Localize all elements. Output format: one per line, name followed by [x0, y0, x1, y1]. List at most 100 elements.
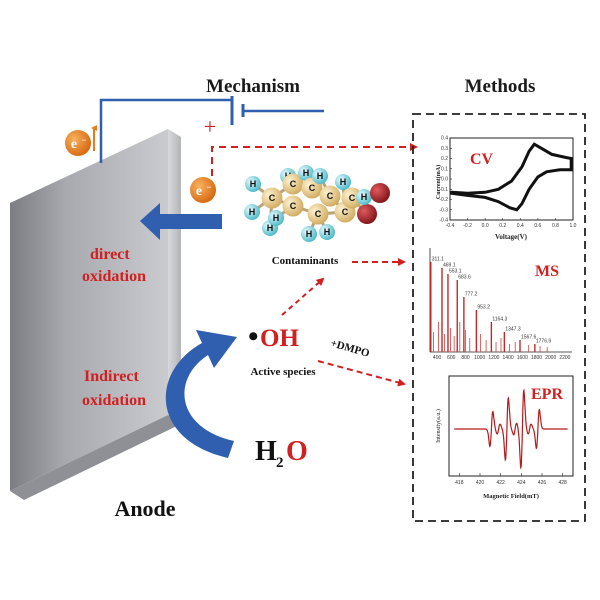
- cv-xtick-label: 0.0: [482, 223, 489, 229]
- cv-curve: [450, 142, 573, 212]
- positive-terminal-sign: +: [204, 114, 216, 139]
- hydrogen-atom-label: H: [267, 223, 274, 233]
- hydrogen-atom-label: H: [340, 177, 347, 187]
- arrow-to-epr: [317, 360, 406, 387]
- dmpo-label: +DMPO: [329, 337, 371, 360]
- hydrogen-atom-label: H: [324, 227, 331, 237]
- ms-xtick-label: 1200: [488, 355, 499, 361]
- ms-xtick-label: 400: [433, 355, 442, 361]
- anode-plate: [10, 129, 181, 500]
- cv-ytick-label: 0.3: [441, 146, 448, 152]
- epr-xtick-label: 420: [476, 480, 485, 486]
- hydrogen-atom: [245, 176, 261, 192]
- mechanism-heading: Mechanism: [206, 76, 300, 97]
- epr-xtick-label: 426: [538, 480, 547, 486]
- epr-xtick-label: 428: [558, 480, 567, 486]
- indirect-oxidation-arrow: [165, 330, 237, 458]
- hydrogen-atom: [244, 204, 260, 220]
- hydrogen-atom-label: H: [273, 213, 280, 223]
- ms-peak-label: 1164.3: [492, 317, 507, 323]
- cv-xtick-label: -0.4: [446, 223, 455, 229]
- radical-dot: •: [248, 320, 259, 353]
- ms-peak-label: 469.1: [443, 263, 456, 269]
- circuit-wire-left: [99, 98, 232, 163]
- cv-xlabel: Voltage(V): [495, 233, 528, 241]
- oxidation-label-2: oxidation: [82, 392, 146, 409]
- epr-label: EPR: [531, 386, 563, 403]
- ms-label: MS: [535, 263, 559, 280]
- hydrogen-atom-label: H: [317, 171, 324, 181]
- carbon-atom-label: C: [327, 191, 334, 201]
- cv-ylabel: Current(mA): [435, 165, 442, 199]
- arrow-to-cv: [211, 143, 418, 176]
- cv-ytick-label: 0.4: [441, 136, 448, 142]
- cv-label: CV: [470, 151, 494, 168]
- svg-text:e: e: [71, 137, 77, 152]
- hydrogen-atom-label: H: [303, 168, 310, 178]
- ms-peak-label: 1776.9: [536, 339, 552, 345]
- carbon-atom: [319, 185, 341, 207]
- indirect-label: Indirect: [84, 368, 139, 385]
- direct-oxidation-arrow: [140, 203, 222, 240]
- cv-xtick-label: 0.8: [552, 223, 559, 229]
- water-h: H: [255, 436, 277, 467]
- svg-text:−: −: [81, 135, 86, 145]
- cv-xtick-label: 0.2: [499, 223, 506, 229]
- cv-ytick-label: -0.4: [439, 218, 448, 224]
- ms-xtick-label: 1000: [474, 355, 485, 361]
- cv-xtick-label: 1.0: [570, 223, 577, 229]
- ms-peak-label: 1567.6: [521, 335, 537, 341]
- carbon-atom-label: C: [342, 207, 349, 217]
- epr-xtick-label: 418: [455, 480, 464, 486]
- ms-xtick-label: 800: [461, 355, 470, 361]
- ms-xtick-label: 2200: [559, 355, 570, 361]
- carbon-atom-label: C: [269, 193, 276, 203]
- hydrogen-atom-label: H: [361, 192, 368, 202]
- active-species-label: Active species: [250, 366, 316, 378]
- carbon-atom: [282, 173, 304, 195]
- ms-panel: 311.1469.1553.1683.6777.2953.21164.31347…: [429, 248, 572, 361]
- svg-text:e: e: [196, 184, 202, 199]
- carbon-atom: [261, 187, 283, 209]
- arrow-oh-to-contaminant: [281, 277, 325, 316]
- oxygen-atom: [357, 204, 377, 224]
- ms-xtick-label: 600: [447, 355, 456, 361]
- carbon-atom-label: C: [309, 183, 316, 193]
- cv-ytick-label: 0.1: [441, 166, 448, 172]
- carbon-atom-label: C: [290, 179, 297, 189]
- ms-xtick-label: 1400: [503, 355, 514, 361]
- ms-peak-label: 683.6: [458, 275, 471, 281]
- cv-xtick-label: 0.4: [517, 223, 524, 229]
- carbon-atom: [307, 203, 329, 225]
- cv-ytick-label: 0.2: [441, 156, 448, 162]
- hydrogen-atom-label: H: [250, 179, 257, 189]
- ms-peak-label: 953.2: [477, 305, 490, 311]
- hydrogen-atom: [319, 224, 335, 240]
- epr-curve: [454, 388, 568, 470]
- svg-text:−: −: [206, 182, 211, 192]
- hydrogen-atom: [301, 226, 317, 242]
- hydrogen-atom: [335, 174, 351, 190]
- epr-xlabel: Magnetic Field(mT): [483, 493, 539, 500]
- ms-peak-label: 1347.3: [505, 327, 521, 333]
- ms-xtick-label: 1800: [531, 355, 542, 361]
- oxidation-label-1: oxidation: [82, 268, 146, 285]
- methods-box: [412, 113, 586, 522]
- contaminant-molecule: HHHHCCCHCHCHCHCHCHH: [244, 165, 390, 242]
- water-subscript: 2: [276, 455, 284, 471]
- hydrogen-atom: [298, 165, 314, 181]
- cv-ytick-label: -0.1: [439, 187, 448, 193]
- epr-xtick-label: 424: [517, 480, 526, 486]
- hydrogen-atom: [268, 210, 284, 226]
- epr-plot-frame: [448, 375, 574, 477]
- anode-label: Anode: [114, 496, 175, 521]
- epr-xtick-label: 422: [496, 480, 505, 486]
- oxygen-atom: [370, 183, 390, 203]
- hydrogen-atom-label: H: [249, 207, 256, 217]
- ms-peak-label: 777.2: [465, 292, 478, 298]
- carbon-atom: [282, 195, 304, 217]
- ms-peak-label: 311.1: [432, 257, 444, 263]
- carbon-atom-label: C: [315, 209, 322, 219]
